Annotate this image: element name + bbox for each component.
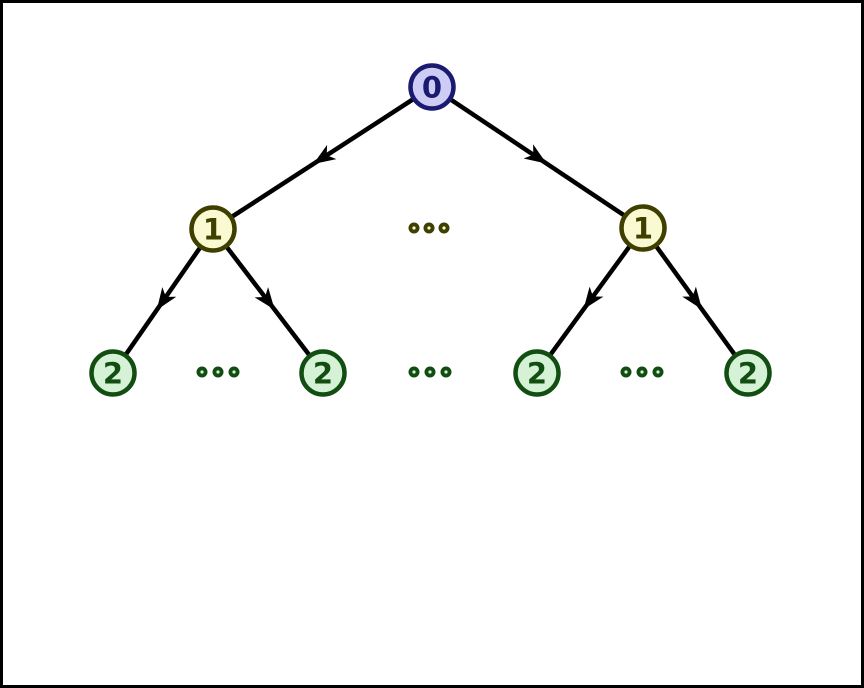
tree-node-leaf-a: 2 <box>89 349 137 397</box>
ellipsis-dot-center <box>412 370 416 374</box>
level1-ellipsis <box>408 222 450 234</box>
ellipsis-dot-center <box>216 370 220 374</box>
node-circle <box>299 349 347 397</box>
edge-right-1-to-leaf-d <box>653 244 738 357</box>
tree-node-leaf-b: 2 <box>299 349 347 397</box>
arrowhead-icon <box>583 286 604 310</box>
tree-node-root: 0 <box>408 63 456 111</box>
node-circle <box>513 349 561 397</box>
node-circle <box>724 349 772 397</box>
ellipsis-dot-center <box>444 370 448 374</box>
ellipsis-dot-center <box>428 370 432 374</box>
arrowhead-icon <box>156 287 177 310</box>
level2-ellipsis-left <box>196 366 240 378</box>
ellipsis-dot-center <box>232 370 236 374</box>
tree-node-left-1: 1 <box>189 205 237 253</box>
node-circle <box>89 349 137 397</box>
arrowhead-icon <box>682 286 702 310</box>
ellipsis-dot-center <box>442 226 446 230</box>
edge-left-1-to-leaf-a <box>123 245 203 357</box>
tree-node-leaf-d: 2 <box>724 349 772 397</box>
arrowhead-icon <box>254 287 275 310</box>
edge-right-1-to-leaf-c <box>547 244 633 357</box>
edge-root-to-right-1 <box>448 97 627 218</box>
ellipsis-dot-center <box>656 370 660 374</box>
ellipsis-dot-center <box>640 370 644 374</box>
node-circle <box>619 204 667 252</box>
arrowhead-icon <box>523 144 547 164</box>
ellipsis-dot-center <box>200 370 204 374</box>
edge-root-to-left-1 <box>229 96 416 220</box>
ellipsis-dot-center <box>427 226 431 230</box>
ellipsis-dot-center <box>624 370 628 374</box>
ellipsis-dot-center <box>412 226 416 230</box>
node-circle <box>408 63 456 111</box>
level2-ellipsis-right <box>620 366 664 378</box>
tree-node-right-1: 1 <box>619 204 667 252</box>
arrowhead-icon <box>313 144 337 164</box>
level2-ellipsis-mid <box>408 366 452 378</box>
edge-left-1-to-leaf-b <box>224 244 312 358</box>
tree-node-leaf-c: 2 <box>513 349 561 397</box>
node-circle <box>189 205 237 253</box>
